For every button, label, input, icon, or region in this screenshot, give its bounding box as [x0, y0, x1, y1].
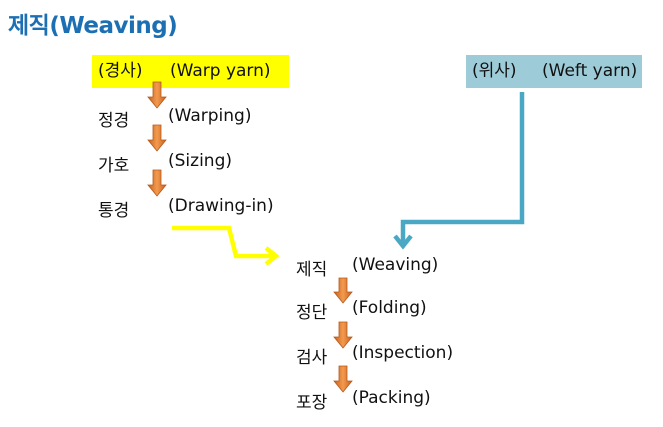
step-inspection-ko: 검사 [296, 348, 328, 368]
warp-connector-head [264, 246, 280, 266]
weft-connector-arrow [400, 92, 525, 243]
weft-connector-head [393, 234, 413, 250]
step-warping-en: (Warping) [168, 106, 252, 126]
step-warping-ko: 정경 [98, 111, 130, 131]
step-sizing-en: (Sizing) [168, 151, 232, 171]
down-arrow-4 [333, 277, 353, 304]
weft-yarn-box: (위사) (Weft yarn) [466, 55, 642, 88]
weft-yarn-ko: (위사) [472, 61, 517, 81]
step-inspection: 검사 (Inspection) [296, 343, 453, 368]
weft-yarn-en: (Weft yarn) [542, 61, 638, 81]
step-inspection-en: (Inspection) [352, 343, 454, 363]
step-packing-ko: 포장 [296, 393, 328, 413]
warp-yarn-ko: (경사) [98, 61, 143, 81]
step-sizing-ko: 가호 [98, 156, 130, 176]
down-arrow-6 [333, 365, 353, 393]
warp-connector-arrow [172, 225, 273, 259]
step-weaving: 제직 (Weaving) [296, 255, 438, 280]
step-folding: 정단 (Folding) [296, 298, 427, 323]
step-folding-ko: 정단 [296, 303, 328, 323]
step-weaving-en: (Weaving) [352, 255, 439, 275]
page-title: 제직(Weaving) [8, 13, 178, 39]
warp-yarn-box: (경사) (Warp yarn) [92, 55, 289, 88]
down-arrow-5 [333, 321, 353, 349]
step-packing: 포장 (Packing) [296, 388, 431, 413]
down-arrow-1 [147, 81, 167, 109]
step-folding-en: (Folding) [352, 298, 427, 318]
step-weaving-ko: 제직 [296, 260, 328, 280]
step-drawing-in-ko: 통경 [98, 201, 130, 221]
step-packing-en: (Packing) [352, 388, 431, 408]
step-drawing-in-en: (Drawing-in) [168, 196, 274, 216]
step-warping: 정경 (Warping) [98, 106, 251, 131]
step-sizing: 가호 (Sizing) [98, 151, 232, 176]
step-drawing-in: 통경 (Drawing-in) [98, 196, 274, 221]
down-arrow-2 [147, 124, 167, 152]
warp-yarn-en: (Warp yarn) [170, 61, 271, 81]
down-arrow-3 [147, 169, 167, 197]
